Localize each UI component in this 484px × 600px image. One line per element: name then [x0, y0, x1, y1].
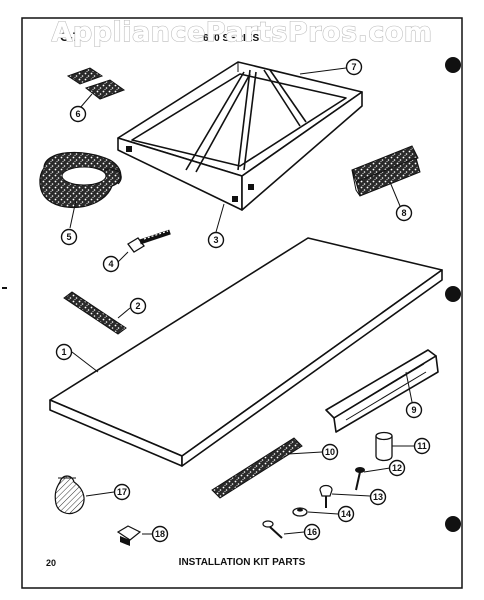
model-fragment: C-7 [60, 30, 80, 44]
callout-10: 10 [321, 443, 339, 461]
callout-3-label: 3 [213, 235, 218, 245]
part-17-bag [54, 475, 85, 515]
watermark: AppliancePartsPros.com [51, 17, 432, 48]
part-5-foam-roll [39, 151, 122, 209]
part-16-screw [262, 520, 283, 539]
callout-18: 18 [151, 525, 169, 543]
callout-8: 8 [395, 204, 413, 222]
callout-5-label: 5 [66, 232, 71, 242]
part-2-strip [63, 291, 127, 335]
part-18-clip [116, 525, 142, 546]
part-12-screw [355, 467, 365, 491]
callout-9-label: 9 [411, 405, 416, 415]
part-13-screw [319, 484, 333, 508]
diagram-title: INSTALLATION KIT PARTS [179, 557, 306, 568]
callout-1: 1 [55, 343, 73, 361]
binder-hole-middle [445, 286, 461, 302]
callout-4-label: 4 [108, 259, 113, 269]
callout-18-label: 18 [155, 529, 165, 539]
callout-8-label: 8 [401, 208, 406, 218]
callout-7-label: 7 [351, 62, 356, 72]
binder-hole-top [445, 57, 461, 73]
leader-lines [69, 67, 414, 535]
callout-14: 14 [337, 505, 355, 523]
part-1-board [49, 237, 443, 467]
callout-3: 3 [207, 231, 225, 249]
callout-7: 7 [345, 58, 363, 76]
page-number: 20 [46, 558, 56, 568]
callout-16-label: 16 [307, 527, 317, 537]
callout-2: 2 [129, 297, 147, 315]
binder-hole-bottom [445, 516, 461, 532]
callout-16: 16 [303, 523, 321, 541]
callout-9: 9 [405, 401, 423, 419]
callout-6: 6 [69, 105, 87, 123]
callout-2-label: 2 [135, 301, 140, 311]
part-6-pads [66, 67, 126, 100]
edge-mark [2, 287, 7, 289]
part-4-bolt [127, 229, 171, 253]
callout-11-label: 11 [417, 441, 427, 451]
callout-14-label: 14 [341, 509, 351, 519]
part-9-bracket [325, 349, 439, 433]
part-14-nut [292, 507, 308, 517]
part-8-channel [351, 145, 421, 197]
callout-6-label: 6 [75, 109, 80, 119]
part-10-strip [211, 437, 303, 499]
callout-17-label: 17 [117, 487, 127, 497]
callout-12: 12 [388, 459, 406, 477]
callout-12-label: 12 [392, 463, 402, 473]
part-11-spacer [375, 431, 393, 462]
part-7-frame [117, 61, 363, 211]
callout-4: 4 [102, 255, 120, 273]
callout-13-label: 13 [373, 492, 383, 502]
callout-5: 5 [60, 228, 78, 246]
callout-17: 17 [113, 483, 131, 501]
callout-10-label: 10 [325, 447, 335, 457]
callout-13: 13 [369, 488, 387, 506]
callout-11: 11 [413, 437, 431, 455]
callout-1-label: 1 [61, 347, 66, 357]
series-label: 600 SERIES [203, 33, 259, 44]
page-border [21, 17, 463, 589]
